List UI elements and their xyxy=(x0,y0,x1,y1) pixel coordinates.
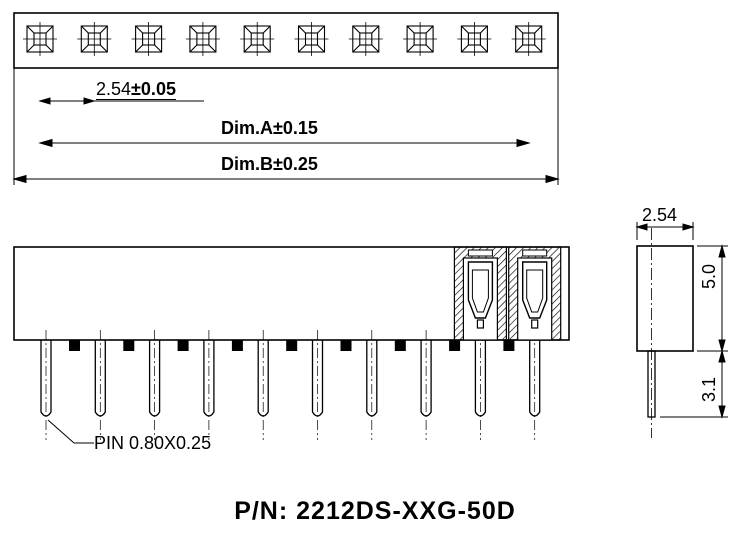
sectioned-contact xyxy=(453,246,507,341)
contact-cell xyxy=(457,22,492,56)
dim-a-name: Dim.A xyxy=(221,118,274,138)
standoff xyxy=(123,340,135,351)
pin xyxy=(420,330,432,440)
standoff xyxy=(503,340,515,351)
standoff xyxy=(286,340,298,351)
pin xyxy=(257,330,269,440)
contact-cell xyxy=(240,22,275,56)
pin xyxy=(94,330,106,440)
pin xyxy=(40,330,52,440)
dim-b-line xyxy=(12,174,560,184)
pin-leader xyxy=(47,419,94,444)
pin-note: PIN 0.80X0.25 xyxy=(94,433,212,453)
pitch-value: 2.54 xyxy=(96,79,132,99)
contact-cell xyxy=(348,22,383,56)
side-pin-length-label: 3.1 xyxy=(699,376,719,402)
dim-b-tolerance: ±0.25 xyxy=(273,154,318,174)
pitch-tolerance: ±0.05 xyxy=(131,79,176,99)
front-pins xyxy=(40,330,541,440)
pin xyxy=(203,330,215,440)
side-view xyxy=(635,222,728,438)
pin xyxy=(474,330,487,440)
pin xyxy=(148,330,161,440)
contact-cell xyxy=(77,22,112,56)
sectioned-contact xyxy=(508,246,562,341)
contact-cell xyxy=(131,22,166,56)
part-number: P/N: 2212DS-XXG-50D xyxy=(234,497,516,525)
header-body-top xyxy=(13,12,559,69)
dim-a-tolerance: ±0.15 xyxy=(273,118,318,138)
side-body xyxy=(636,245,694,352)
extension-lines xyxy=(13,68,559,185)
contact-cell xyxy=(185,22,220,56)
top-view xyxy=(12,12,560,185)
contact-cell xyxy=(403,22,438,56)
standoff xyxy=(231,340,243,351)
standoff xyxy=(340,340,352,351)
contact-cell xyxy=(23,22,57,56)
standoff xyxy=(449,340,461,351)
front-view xyxy=(13,246,570,444)
dim-b-label: Dim.B±0.25 xyxy=(221,155,318,173)
standoff xyxy=(394,340,406,351)
standoff xyxy=(177,340,189,351)
pin xyxy=(311,330,324,440)
dim-b-name: Dim.B xyxy=(221,154,274,174)
side-height-label: 5.0 xyxy=(699,263,719,289)
pin xyxy=(366,330,378,440)
pin xyxy=(529,330,541,440)
standoff xyxy=(69,340,80,351)
contact-cells xyxy=(23,22,546,56)
pitch-dimension xyxy=(38,97,204,105)
sectioned-contacts xyxy=(453,246,562,341)
dim-a-line xyxy=(38,138,531,148)
contact-cell xyxy=(511,22,546,56)
pitch-label: 2.54±0.05 xyxy=(96,80,176,100)
contact-cell xyxy=(294,22,329,56)
side-width-label: 2.54 xyxy=(642,205,678,225)
dim-a-label: Dim.A±0.15 xyxy=(221,119,318,137)
